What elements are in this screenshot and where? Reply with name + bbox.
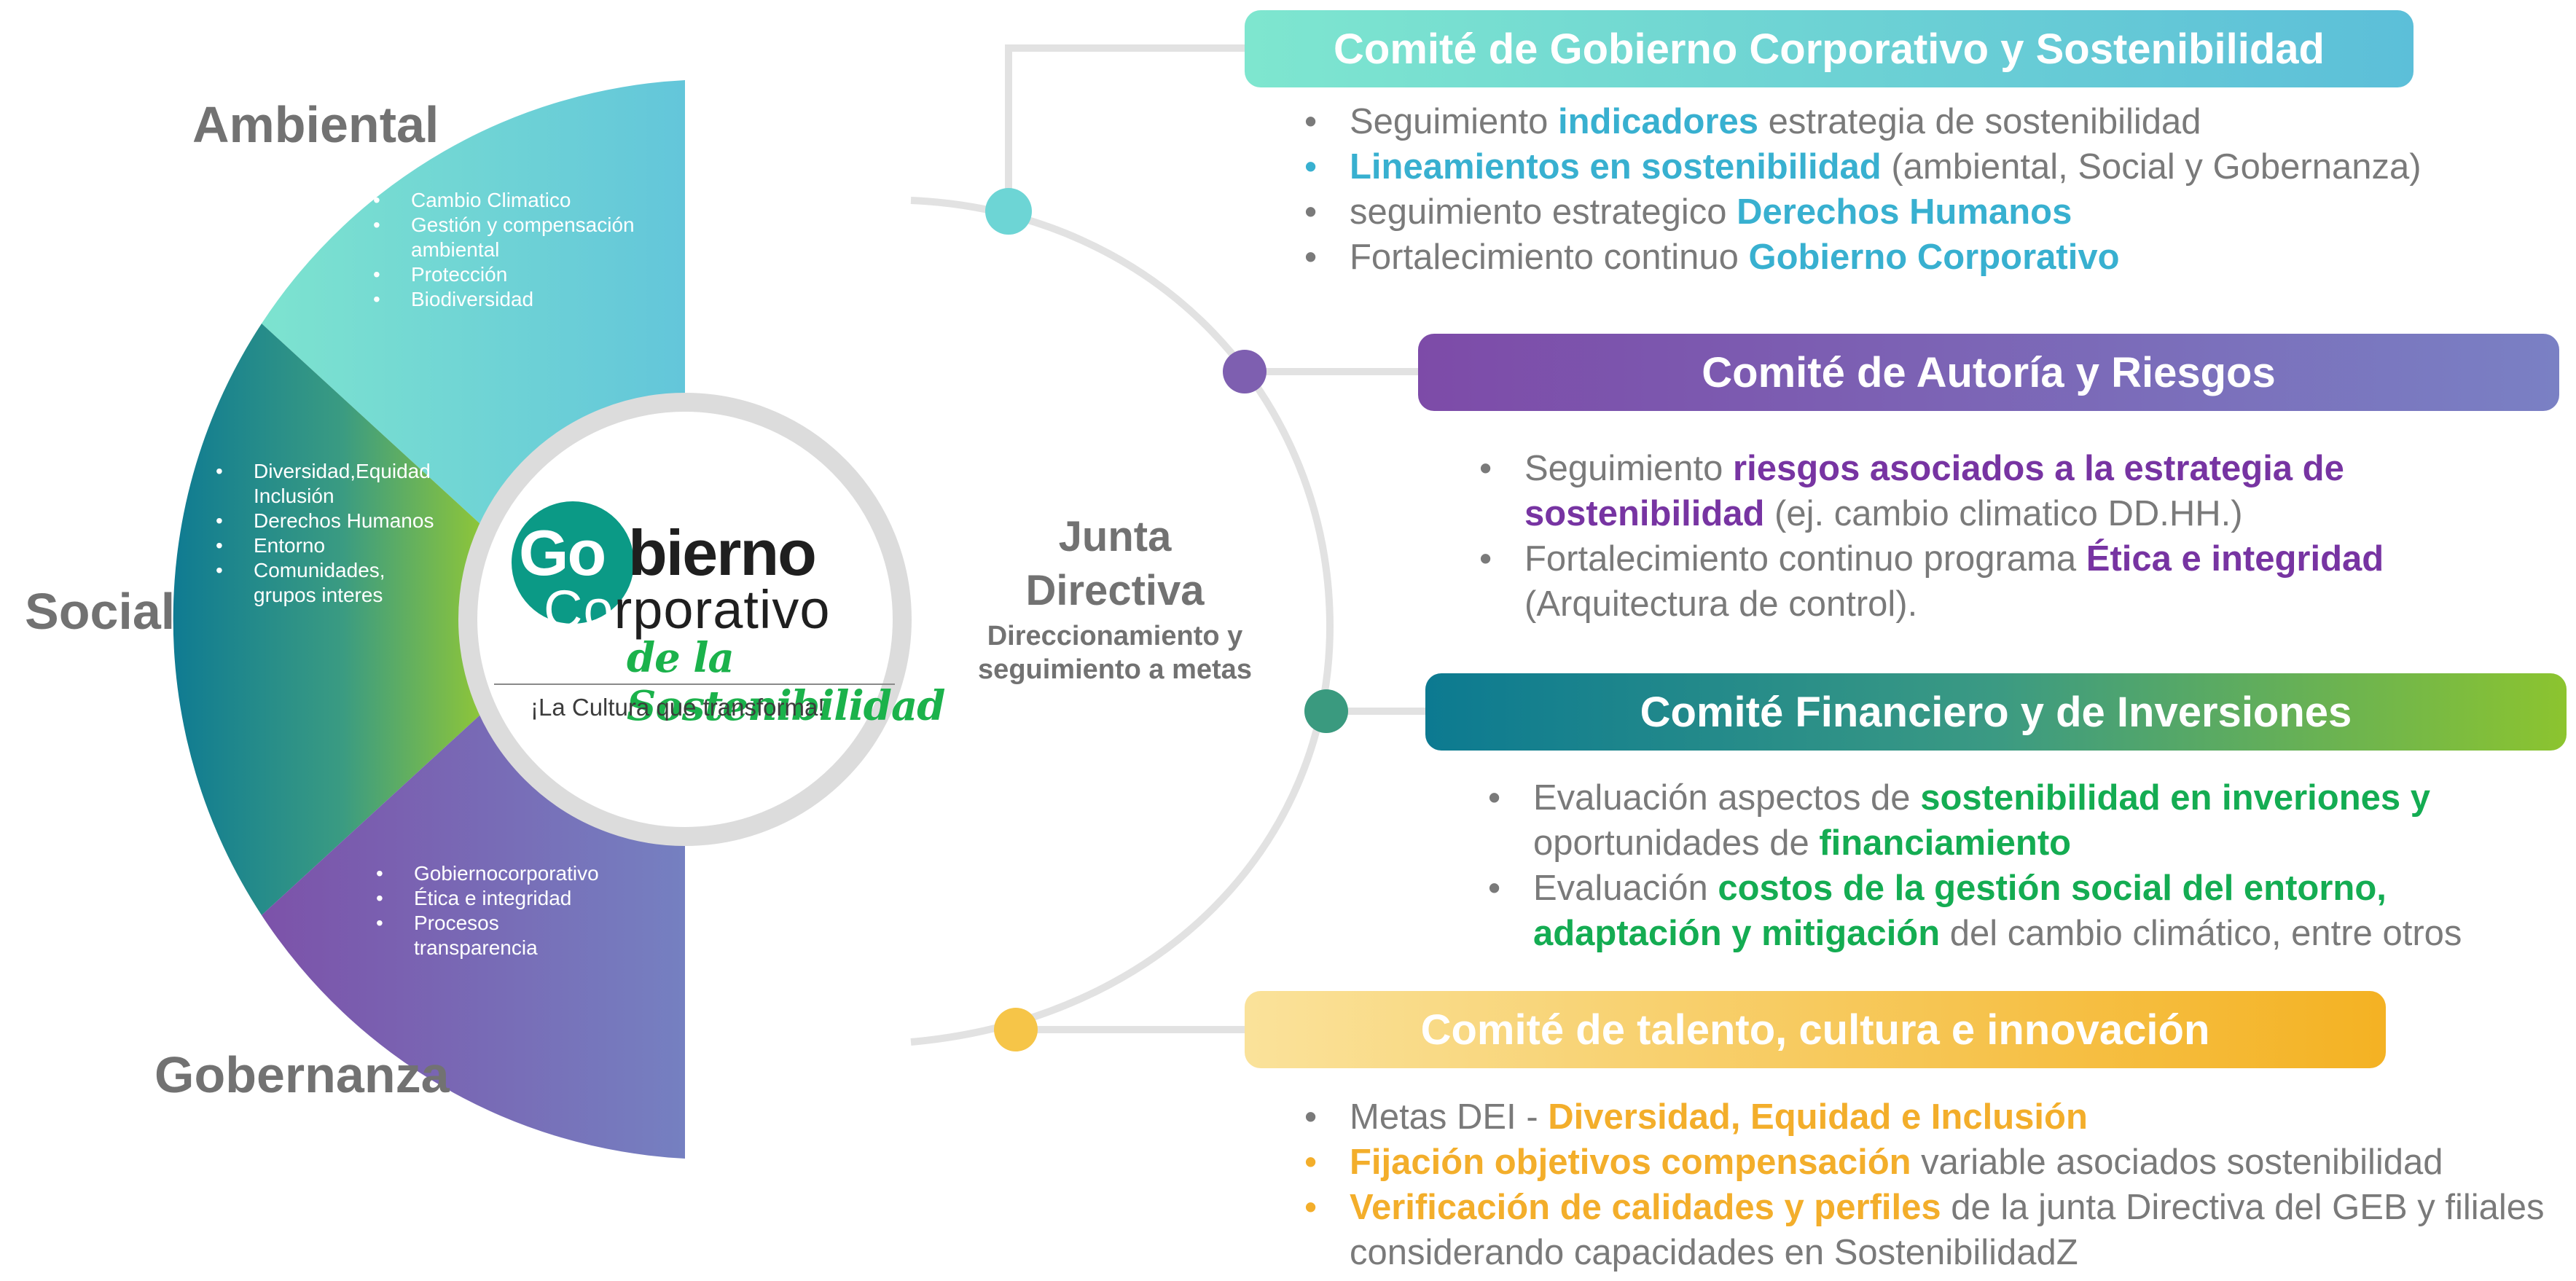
logo-tagline: ¡La Cultura que transforma! [531, 694, 825, 721]
pillar-label-ambiental: Ambiental [192, 96, 439, 153]
list-item: Fortalecimiento continuo programa Ética … [1479, 536, 2514, 627]
list-item: Cambio Climatico [373, 188, 679, 213]
list-item: Seguimiento riesgos asociados a la estra… [1479, 446, 2514, 536]
list-item: Verificación de calidades y perfiles de … [1304, 1185, 2558, 1275]
junta-subtitle-line2: seguimiento a metas [978, 654, 1252, 685]
list-item: Seguimiento indicadores estrategia de so… [1304, 99, 2543, 144]
junta-title-line2: Directiva [1025, 567, 1205, 614]
list-item: Derechos Humanos [216, 509, 478, 533]
list-item: Fortalecimiento continuo Gobierno Corpor… [1304, 235, 2543, 280]
junta-subtitle-line1: Direccionamiento y [987, 621, 1243, 651]
connector-gobierno [1005, 44, 1246, 211]
logo-go: Go [519, 517, 606, 589]
gobernanza-items: Gobiernocorporativo Ética e integridad P… [376, 861, 668, 960]
logo-sostenibilidad: de la Sostenibilidad [627, 634, 945, 730]
committee-financiero-header: Comité Financiero y de Inversiones [1425, 673, 2567, 751]
junta-directiva-subtitle: Direccionamiento y seguimiento a metas [940, 619, 1290, 686]
list-item: Biodiversidad [373, 287, 679, 312]
ambiental-items: Cambio Climatico Gestión y compensación … [373, 188, 679, 312]
logo-rporativo: rporativo [614, 579, 831, 640]
list-item: Ética e integridad [376, 886, 668, 911]
list-item: Gestión y compensación ambiental [373, 213, 679, 262]
logo-circle [512, 501, 634, 624]
list-item: Evaluación aspectos de sostenibilidad en… [1488, 775, 2552, 866]
dot-auditoria [1223, 350, 1267, 393]
gobierno-corporativo-logo: Go bierno Corporativo de la Sostenibilid… [482, 501, 945, 734]
list-item: Metas DEI - Diversidad, Equidad e Inclus… [1304, 1094, 2558, 1140]
dot-talento [994, 1008, 1038, 1051]
committee-gobierno-items: Seguimiento indicadores estrategia de so… [1304, 99, 2543, 280]
pillar-label-gobernanza: Gobernanza [154, 1046, 450, 1103]
list-item: Fijación objetivos compensación variable… [1304, 1140, 2558, 1185]
logo-corporativo: Corporativo [544, 579, 831, 640]
junta-arc [910, 197, 1334, 1046]
list-item: Diversidad,Equidad Inclusión [216, 459, 478, 509]
list-item: Procesos transparencia [376, 911, 668, 960]
logo-bierno: bierno [628, 517, 817, 589]
junta-directiva-title: Junta Directiva [955, 510, 1275, 618]
list-item: Evaluación costos de la gestión social d… [1488, 866, 2552, 956]
committee-gobierno-header: Comité de Gobierno Corporativo y Sosteni… [1245, 10, 2413, 87]
list-item: Entorno [216, 533, 478, 558]
dot-financiero [1304, 689, 1348, 733]
list-item: seguimiento estrategico Derechos Humanos [1304, 189, 2543, 235]
pillar-label-social: Social [25, 583, 176, 640]
list-item: Lineamientos en sostenibilidad (ambienta… [1304, 144, 2543, 189]
committee-talento-header: Comité de talento, cultura e innovación [1245, 991, 2386, 1068]
committee-auditoria-items: Seguimiento riesgos asociados a la estra… [1479, 446, 2514, 627]
list-item: Protección [373, 262, 679, 287]
committee-talento-items: Metas DEI - Diversidad, Equidad e Inclus… [1304, 1094, 2558, 1275]
committee-auditoria-header: Comité de Autoría y Riesgos [1418, 334, 2559, 411]
list-item: Comunidades, grupos interes [216, 558, 478, 608]
committee-financiero-items: Evaluación aspectos de sostenibilidad en… [1488, 775, 2552, 956]
logo-co: Co [544, 579, 614, 640]
logo-divider [494, 683, 895, 685]
junta-title-line1: Junta [1058, 513, 1172, 560]
dot-gobierno [985, 188, 1032, 235]
list-item: Gobiernocorporativo [376, 861, 668, 886]
social-items: Diversidad,Equidad Inclusión Derechos Hu… [216, 459, 478, 608]
